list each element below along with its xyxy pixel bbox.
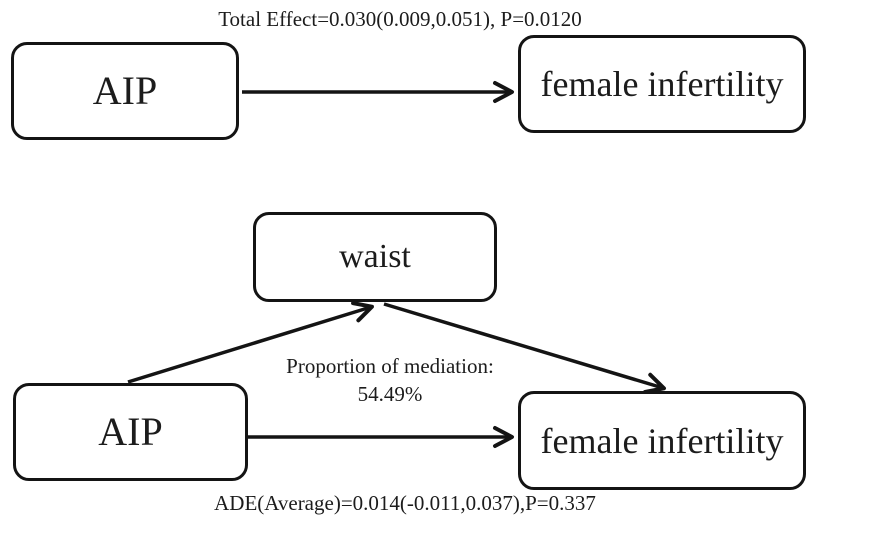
mediator-box: waist bbox=[253, 212, 497, 302]
outcome-box-label: female infertility bbox=[540, 420, 784, 461]
ade-label: ADE(Average)=0.014(-0.011,0.037),P=0.337 bbox=[214, 491, 596, 515]
exposure-box-label: AIP bbox=[98, 409, 163, 454]
outcome-box-total-model: female infertility bbox=[518, 35, 806, 133]
exposure-box-total-model: AIP bbox=[11, 42, 239, 140]
exposure-box-mediation-model: AIP bbox=[13, 383, 248, 481]
proportion-of-mediation-label: Proportion of mediation: 54.49% bbox=[230, 352, 550, 408]
outcome-box-label: female infertility bbox=[540, 64, 784, 104]
proportion-of-mediation-value: 54.49% bbox=[357, 382, 423, 406]
exposure-box-label: AIP bbox=[92, 68, 158, 113]
total-effect-label: Total Effect=0.030(0.009,0.051), P=0.012… bbox=[218, 7, 582, 31]
outcome-box-mediation-model: female infertility bbox=[518, 391, 806, 490]
proportion-of-mediation-title: Proportion of mediation: bbox=[286, 354, 494, 378]
mediator-box-label: waist bbox=[339, 238, 411, 275]
